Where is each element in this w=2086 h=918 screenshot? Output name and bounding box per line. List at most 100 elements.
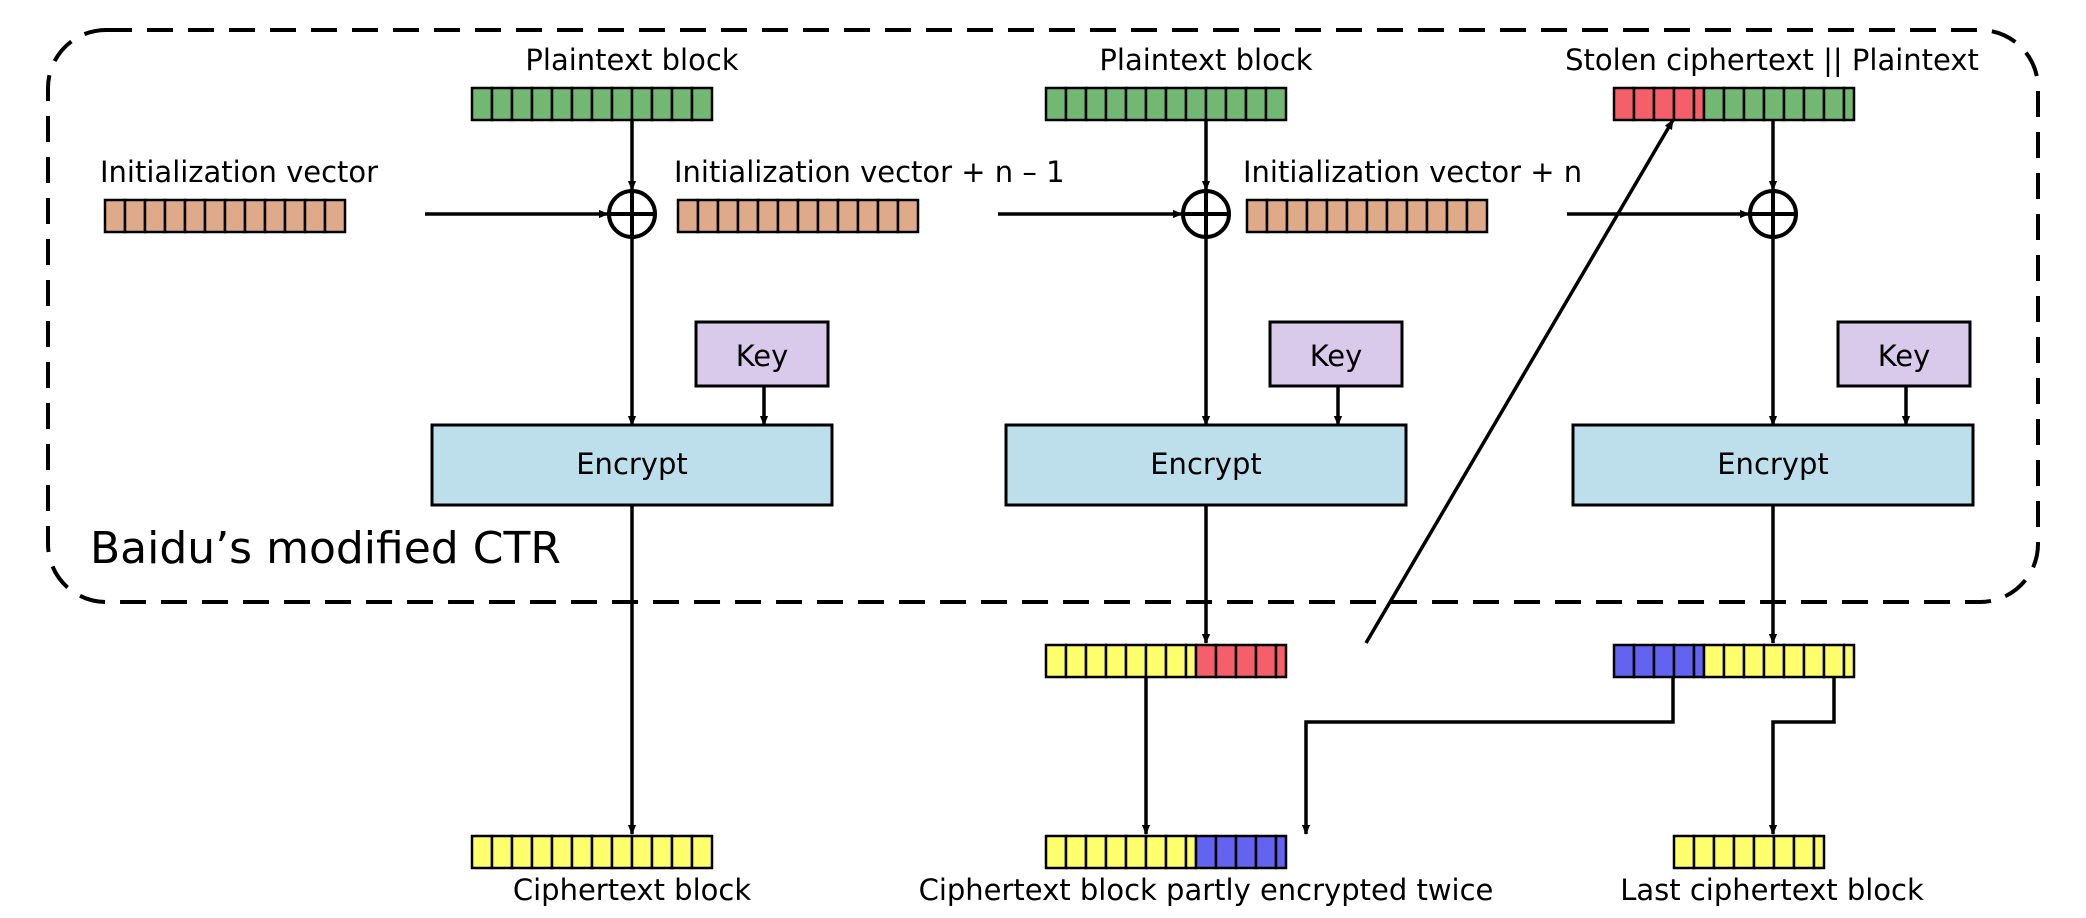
- col3-intermediate-block-cell-9: [1782, 643, 1806, 679]
- col2-plaintext-block-cell-2: [1084, 86, 1108, 122]
- col1-iv-block-cell-10: [303, 198, 327, 234]
- col3-iv-block-cell-8: [1405, 198, 1429, 234]
- col2-twice-encrypted-block-cell-6: [1164, 834, 1188, 870]
- col2-iv-block-cell-0: [676, 198, 700, 234]
- col2-intermediate-block-cell-8: [1194, 643, 1218, 679]
- col3-last-ciphertext-block-cell-0: [1672, 834, 1696, 870]
- col1-ciphertext-block-cell-6: [590, 834, 614, 870]
- col1-key-rect: [694, 320, 830, 388]
- col3-intermediate-block-cell-3: [1672, 643, 1696, 679]
- col1-encrypt-box: Encrypt: [430, 423, 834, 507]
- col1-plaintext-block-cell-5: [570, 86, 594, 122]
- col2-plaintext-label: Plaintext block: [1099, 43, 1312, 77]
- col3-stolen-plaintext-block-cell-7: [1742, 86, 1766, 122]
- col2-xor-icon: [1181, 189, 1231, 239]
- col1-plaintext-block: [470, 86, 714, 122]
- col3-last-ciphertext-block-cell-5: [1772, 834, 1796, 870]
- col3-encrypt-label: Encrypt: [1717, 447, 1829, 481]
- col1-iv-block-cell-2: [143, 198, 167, 234]
- col1-ciphertext-block-cell-5: [570, 834, 594, 870]
- col2-iv-block-cell-2: [716, 198, 740, 234]
- col3-intermediate-block-cell-11: [1822, 643, 1846, 679]
- col3-last-ciphertext-block-cell-4: [1752, 834, 1776, 870]
- col1-plaintext-block-cell-1: [490, 86, 514, 122]
- col2-twice-encrypted-block-cell-10: [1234, 834, 1258, 870]
- col2-key-label: Key: [1310, 339, 1363, 373]
- col3-stolen-plaintext-block-cell-5: [1702, 86, 1726, 122]
- col3-key-label: Key: [1878, 339, 1931, 373]
- col3-iv-block-cell-1: [1265, 198, 1289, 234]
- col3-iv-block-cell-3: [1305, 198, 1329, 234]
- col2-twice-encrypted-block: [1044, 834, 1288, 870]
- col1-plaintext-block-cell-9: [650, 86, 674, 122]
- col2-twice-encrypted-block-cell-1: [1064, 834, 1088, 870]
- col1-ciphertext-block-cell-9: [650, 834, 674, 870]
- col1-ciphertext-block-cell-3: [530, 834, 554, 870]
- col3-iv-block-cell-6: [1365, 198, 1389, 234]
- col1-iv-block-cell-4: [183, 198, 207, 234]
- region-label: Baidu’s modified CTR: [90, 523, 561, 574]
- col2-plaintext-block-cell-1: [1064, 86, 1088, 122]
- col1-plaintext-label: Plaintext block: [525, 43, 738, 77]
- col2-key-rect: [1268, 320, 1404, 388]
- col3-intermediate-block-cell-12: [1842, 643, 1856, 679]
- col1-iv-block-cell-9: [283, 198, 307, 234]
- col3-stolen-plaintext-block-cell-9: [1782, 86, 1806, 122]
- col3-last-ciphertext-label: Last ciphertext block: [1620, 873, 1924, 907]
- col1-plaintext-block-cell-8: [630, 86, 654, 122]
- col3-last-ciphertext-block-cell-7: [1812, 834, 1826, 870]
- col3-stolen-plaintext-block: [1612, 86, 1856, 122]
- col1-plaintext-block-cell-10: [670, 86, 694, 122]
- col2-iv-block-cell-4: [756, 198, 780, 234]
- col1-plaintext-block-cell-4: [550, 86, 574, 122]
- col3-iv-block-cell-0: [1245, 198, 1269, 234]
- connector-arrows: [425, 119, 1911, 835]
- col2-twice-encrypted-block-cell-11: [1254, 834, 1278, 870]
- col3-iv-block-cell-10: [1445, 198, 1469, 234]
- block-strips: [103, 86, 1856, 870]
- col2-twice-encrypted-block-cell-0: [1044, 834, 1068, 870]
- col2-iv-block-cell-3: [736, 198, 760, 234]
- col3-stolen-plaintext-block-cell-0: [1612, 86, 1636, 122]
- col2-iv-block: [676, 198, 920, 234]
- col2-intermediate-block-cell-2: [1084, 643, 1108, 679]
- col2-plaintext-block-cell-11: [1264, 86, 1288, 122]
- col3-last-ciphertext-block-cell-6: [1792, 834, 1816, 870]
- col3-last-ciphertext-block-cell-3: [1732, 834, 1756, 870]
- col2-twice-encrypted-block-cell-7: [1184, 834, 1198, 870]
- col1-iv-block-cell-7: [243, 198, 267, 234]
- col1-plaintext-block-cell-3: [530, 86, 554, 122]
- col3-iv-block-cell-2: [1285, 198, 1309, 234]
- col2-iv-block-cell-8: [836, 198, 860, 234]
- col2-plaintext-block-cell-4: [1124, 86, 1148, 122]
- col2-twice-encrypted-block-cell-9: [1214, 834, 1238, 870]
- col3-stolen-plaintext-block-cell-11: [1822, 86, 1846, 122]
- col3-stolen-plaintext-block-cell-12: [1842, 86, 1856, 122]
- col1-ciphertext-block-cell-7: [610, 834, 634, 870]
- col1-ciphertext-block: [470, 834, 714, 870]
- modified-ctr-region: [46, 28, 2040, 604]
- col3-last-ciphertext-block-cell-2: [1712, 834, 1736, 870]
- col2-intermediate-block-cell-12: [1274, 643, 1288, 679]
- col3-intermediate-block-cell-10: [1802, 643, 1826, 679]
- col1-ciphertext-block-cell-0: [470, 834, 494, 870]
- col1-iv-block-cell-5: [203, 198, 227, 234]
- col3-stolen-plaintext-block-cell-1: [1632, 86, 1656, 122]
- col2-intermediate-block-cell-7: [1184, 643, 1198, 679]
- col2-encrypt-box: Encrypt: [1004, 423, 1408, 507]
- col2-intermediate-block-cell-9: [1214, 643, 1238, 679]
- col3-key-box: Key: [1836, 320, 1972, 388]
- col1-iv-block-cell-0: [103, 198, 127, 234]
- col2-plaintext-block-cell-5: [1144, 86, 1168, 122]
- col2-encrypt-label: Encrypt: [1150, 447, 1262, 481]
- col2-intermediate-block-cell-4: [1124, 643, 1148, 679]
- col3-stolen-plaintext-block-cell-6: [1722, 86, 1746, 122]
- col1-iv-block-cell-11: [323, 198, 347, 234]
- col2-iv-block-cell-5: [776, 198, 800, 234]
- col3-intermediate-block-cell-8: [1762, 643, 1786, 679]
- col1-ciphertext-block-cell-4: [550, 834, 574, 870]
- col2-plaintext-block-cell-7: [1184, 86, 1208, 122]
- col3-stolen-plaintext-block-cell-4: [1692, 86, 1706, 122]
- col1-xor-icon: [607, 189, 657, 239]
